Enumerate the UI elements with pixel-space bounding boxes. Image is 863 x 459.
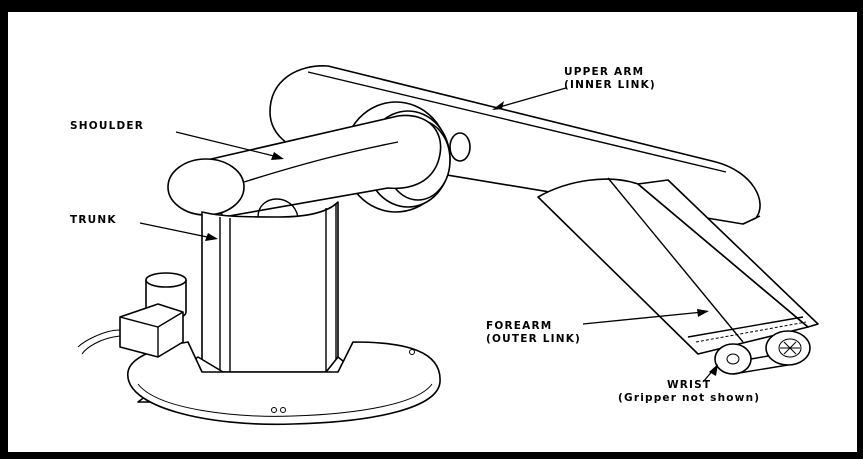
leader-arrows — [139, 87, 718, 383]
shoulder-label: SHOULDER — [70, 120, 144, 133]
motor-drawing — [77, 272, 187, 358]
forearm-drawing — [537, 177, 819, 375]
inner-link-text: (INNER LINK) — [564, 79, 656, 91]
diagram-panel: UPPER ARM (INNER LINK) SHOULDER TRUNK FO… — [8, 12, 857, 452]
base-drawing — [127, 335, 441, 426]
outer-link-text: (OUTER LINK) — [486, 333, 582, 345]
gripper-note-text: (Gripper not shown) — [618, 392, 761, 404]
wrist-text: WRIST — [666, 379, 712, 391]
shoulder-text: SHOULDER — [70, 120, 145, 132]
trunk-text: TRUNK — [70, 214, 117, 226]
forearm-label: FOREARM (OUTER LINK) — [486, 320, 581, 346]
robot-arm-illustration — [77, 65, 819, 426]
upper-arm-text: UPPER ARM — [564, 66, 645, 78]
wrist-label: WRIST (Gripper not shown) — [618, 379, 760, 405]
upper-arm-label: UPPER ARM (INNER LINK) — [564, 66, 656, 92]
forearm-text: FOREARM — [486, 320, 553, 332]
trunk-label: TRUNK — [70, 214, 117, 227]
